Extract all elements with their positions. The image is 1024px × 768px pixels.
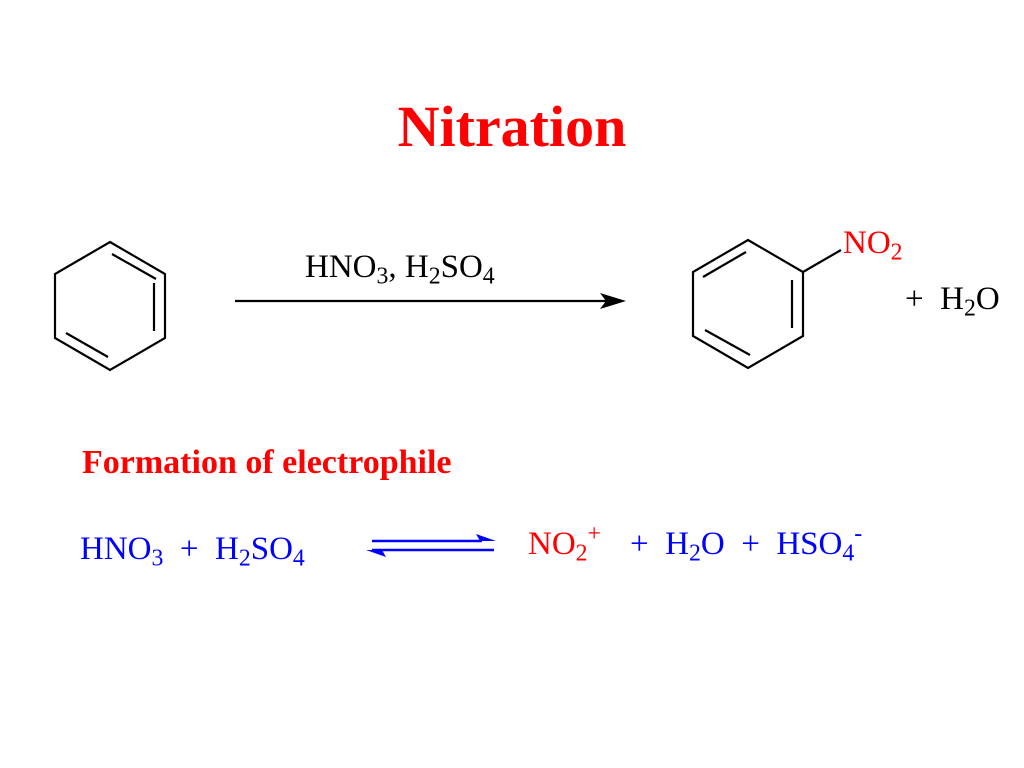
equilibrium-reactants: HNO3 + H2SO4 <box>80 531 305 572</box>
equilibrium-arrow <box>366 534 496 557</box>
water-byproduct: + H2O <box>905 281 1000 322</box>
reaction-arrow <box>235 293 626 309</box>
electrophile-heading: Formation of electrophile <box>82 444 452 481</box>
reagents-label: HNO3, H2SO4 <box>305 249 495 290</box>
nitro-group-label: NO2 <box>843 225 903 266</box>
page-title: Nitration <box>397 94 627 159</box>
benzene-ring <box>53 240 167 372</box>
equilibrium-products: + H2O + HSO4- <box>630 520 863 567</box>
nitronium-ion: NO2+ <box>528 520 601 567</box>
nitrobenzene-ring <box>691 238 842 370</box>
